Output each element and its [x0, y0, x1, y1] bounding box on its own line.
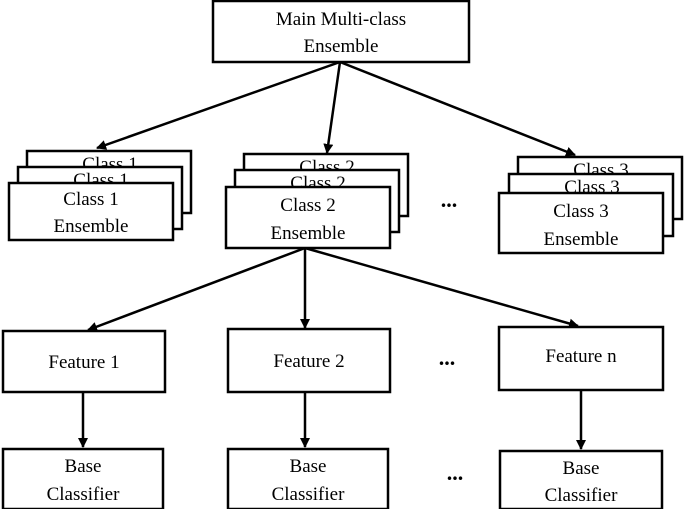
edge-class2-to-feature-n — [304, 246, 579, 329]
base-classifier-1-line2: Classifier — [47, 484, 120, 505]
class-1-ensemble-line1: Class 1 — [63, 189, 118, 210]
feature-2-node: Feature 2 — [226, 327, 392, 394]
base-classifier-2-line2: Classifier — [272, 484, 345, 505]
edge-main-to-class-3 — [339, 60, 576, 157]
main-ensemble-line2: Ensemble — [304, 36, 379, 57]
feature-n-node: Feature n — [497, 325, 665, 392]
class-3-ensemble-line2: Ensemble — [544, 229, 619, 250]
class-1-ensemble-line2: Ensemble — [54, 216, 129, 237]
edge-class2-to-feature-1 — [87, 246, 306, 332]
class-2-ensemble-stack: Class 2 Class 2 Class 2 Ensemble — [224, 152, 410, 250]
class-3-ensemble-node — [497, 191, 665, 255]
base-classifier-2-node: Base Classifier — [226, 447, 390, 509]
base-classifier-n-line2: Classifier — [545, 485, 618, 506]
base-classifier-1-node: Base Classifier — [1, 447, 165, 509]
class-2-ensemble-line2: Ensemble — [271, 223, 346, 244]
class-2-ensemble-line1: Class 2 — [280, 195, 335, 216]
class-ellipsis: ... — [441, 187, 458, 212]
base-classifier-n-node: Base Classifier — [498, 449, 664, 509]
base-ellipsis: ... — [447, 460, 464, 485]
base-classifier-1-line1: Base — [65, 456, 102, 477]
feature-n-label: Feature n — [545, 346, 617, 367]
base-classifier-2-line1: Base — [290, 456, 327, 477]
class-1-ensemble-node — [7, 181, 175, 242]
class-3-ensemble-stack: Class 3 Class 3 Class 3 Ensemble — [497, 155, 684, 255]
main-ensemble-node: Main Multi-class Ensemble — [211, 0, 471, 64]
class-3-ensemble-line1: Class 3 — [553, 201, 608, 222]
main-ensemble-line1: Main Multi-class — [276, 9, 406, 30]
base-classifier-n-line1: Base — [563, 458, 600, 479]
edge-main-to-class-1 — [96, 60, 341, 150]
class-2-ensemble-node — [224, 185, 392, 250]
edge-main-to-class-2 — [323, 61, 342, 154]
feature-ellipsis: ... — [439, 345, 456, 370]
feature-1-node: Feature 1 — [1, 329, 167, 394]
feature-2-label: Feature 2 — [273, 351, 344, 372]
feature-1-label: Feature 1 — [48, 352, 119, 373]
class-1-ensemble-stack: Class 1 Class 1 Class 1 Ensemble — [7, 149, 193, 242]
